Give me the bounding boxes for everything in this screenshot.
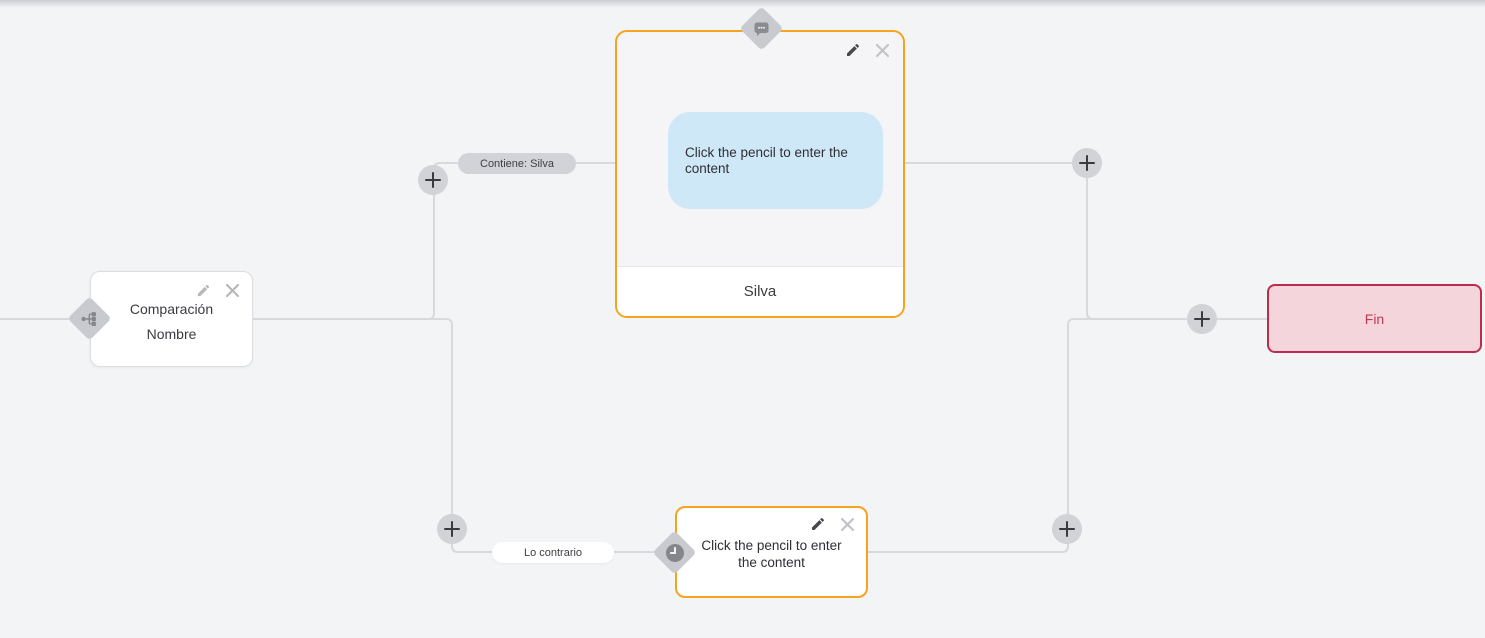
- plus-icon: [1059, 521, 1075, 537]
- edit-pencil-button[interactable]: [195, 282, 211, 298]
- close-icon: [840, 517, 854, 531]
- delete-node-button[interactable]: [224, 282, 240, 298]
- condition-node[interactable]: Comparación Nombre: [90, 271, 253, 367]
- add-node-button-bottom-right[interactable]: [1052, 514, 1082, 544]
- plus-icon: [1194, 311, 1210, 327]
- message-icon: [754, 22, 769, 36]
- message-node-footer: Silva: [617, 266, 903, 316]
- clock-icon: [665, 543, 684, 562]
- wait-node[interactable]: Click the pencil to enter the content: [675, 506, 868, 598]
- delete-node-button[interactable]: [874, 42, 890, 58]
- plus-icon: [1079, 155, 1095, 171]
- plus-icon: [444, 521, 460, 537]
- wait-node-text: Click the pencil to enter the content: [701, 538, 842, 570]
- message-bubble-text: Click the pencil to enter the content: [685, 144, 848, 176]
- message-node-type-handle: [746, 13, 777, 44]
- edge-message-to-end: [904, 162, 1268, 320]
- edge-label-otherwise[interactable]: Lo contrario: [492, 542, 614, 563]
- pencil-icon: [847, 43, 860, 56]
- sitemap-icon: [81, 311, 96, 326]
- add-node-button-top-left[interactable]: [418, 165, 448, 195]
- add-node-button-top-right[interactable]: [1072, 148, 1102, 178]
- message-node[interactable]: Click the pencil to enter the content Si…: [615, 30, 905, 318]
- plus-icon: [425, 172, 441, 188]
- message-bubble: Click the pencil to enter the content: [668, 112, 883, 209]
- delete-node-button[interactable]: [839, 516, 855, 532]
- edge-condition-false: [430, 318, 655, 553]
- add-node-button-before-end[interactable]: [1187, 304, 1217, 334]
- pencil-icon: [197, 284, 209, 296]
- edit-pencil-button[interactable]: [845, 42, 861, 58]
- close-icon: [875, 43, 889, 57]
- edge-wait-to-end: [868, 318, 1094, 553]
- close-icon: [225, 283, 239, 297]
- wait-node-type-handle: [659, 537, 690, 568]
- condition-node-type-handle: [74, 303, 105, 334]
- message-footer-label: Silva: [743, 283, 777, 300]
- condition-title-line2: Nombre: [146, 326, 197, 342]
- edge-label-contains[interactable]: Contiene: Silva: [458, 153, 576, 174]
- condition-title-line1: Comparación: [129, 301, 214, 317]
- edit-pencil-button[interactable]: [810, 516, 826, 532]
- message-node-body: Click the pencil to enter the content: [617, 32, 903, 266]
- add-node-button-bottom-left[interactable]: [437, 514, 467, 544]
- end-node-label: Fin: [1364, 310, 1385, 327]
- end-node[interactable]: Fin: [1267, 284, 1482, 353]
- pencil-icon: [812, 517, 825, 530]
